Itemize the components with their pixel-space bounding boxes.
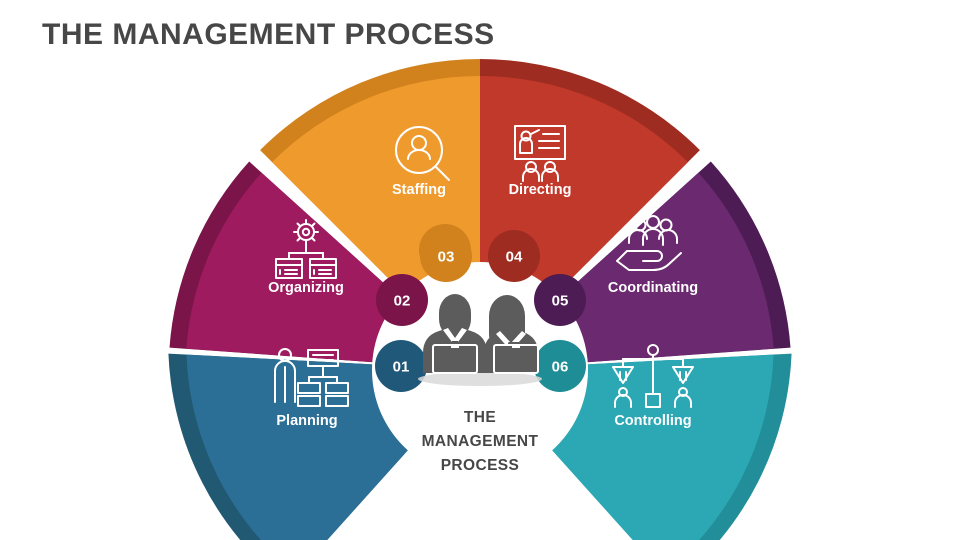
segment-staffing-label: Staffing <box>392 182 446 198</box>
badge-01[interactable]: 01 <box>375 340 427 392</box>
planning-flowchart-icon <box>274 348 349 407</box>
badge-06[interactable]: 06 <box>534 340 586 392</box>
center-title-line3: PROCESS <box>441 457 520 474</box>
badge-03[interactable]: 03 <box>418 223 472 282</box>
badge-05[interactable]: 05 <box>534 274 586 326</box>
center-title: THE MANAGEMENT PROCESS <box>422 409 539 474</box>
two-business-people-icon <box>418 294 542 386</box>
hand-holding-people-icon <box>616 215 682 271</box>
badge-04[interactable]: 04 <box>488 230 540 282</box>
badge-01-number: 01 <box>393 359 410 376</box>
presenter-whiteboard-icon <box>514 125 566 182</box>
balance-scale-person-icon <box>612 344 694 408</box>
segment-coordinating-label: Coordinating <box>608 280 698 296</box>
gear-orgchart-icon <box>275 219 337 279</box>
page-title: THE MANAGEMENT PROCESS <box>42 18 495 51</box>
badge-02-number: 02 <box>394 293 411 310</box>
badge-03-number: 03 <box>438 249 455 266</box>
badge-04-number: 04 <box>506 249 523 266</box>
segment-directing-label: Directing <box>509 182 572 198</box>
center-title-line1: THE <box>464 409 496 426</box>
badge-02[interactable]: 02 <box>376 274 428 326</box>
badge-06-number: 06 <box>552 359 569 376</box>
center-title-line2: MANAGEMENT <box>422 433 539 450</box>
segment-controlling-label: Controlling <box>614 413 691 429</box>
badge-05-number: 05 <box>552 293 569 310</box>
person-magnifier-icon <box>395 126 450 181</box>
segment-organizing-label: Organizing <box>268 280 344 296</box>
segment-planning-label: Planning <box>276 413 337 429</box>
businesswoman-figure <box>484 295 539 374</box>
businessman-figure <box>423 294 487 374</box>
